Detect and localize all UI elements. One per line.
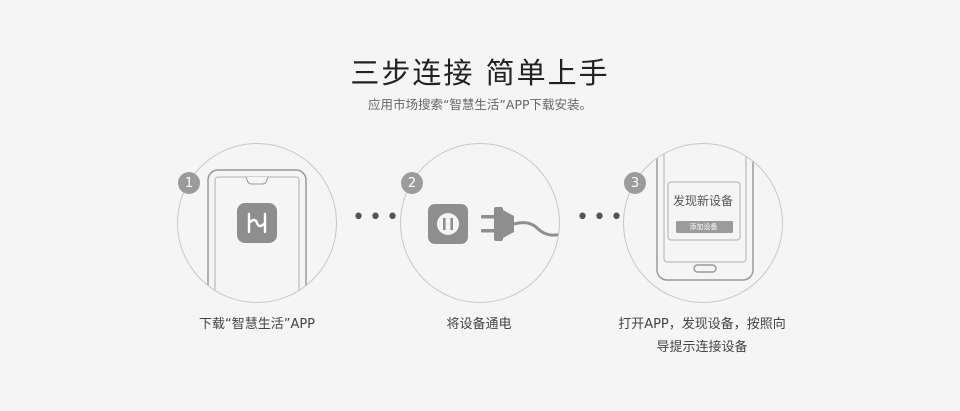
huawei-hilink-app-icon	[237, 203, 277, 243]
page-subtitle: 应用市场搜索“智慧生活”APP下载安装。	[367, 97, 593, 112]
phone-icon	[207, 169, 307, 302]
discovery-dialog-title: 发现新设备	[672, 194, 733, 208]
step-2-number-badge: 2	[401, 172, 423, 194]
step-3-caption-line-1: 打开APP，发现设备，按照向	[618, 317, 786, 332]
step-3-number-badge: 3	[624, 172, 646, 194]
page-title: 三步连接 简单上手	[350, 56, 610, 90]
step-2-caption: 将设备通电	[446, 317, 512, 332]
step-1-number-badge: 1	[178, 172, 200, 194]
add-device-button[interactable]: 添加设备	[689, 223, 718, 231]
separator-dots-2: •••	[576, 205, 627, 230]
separator-dots-1: •••	[352, 205, 403, 230]
phone-discovery-icon	[656, 144, 754, 281]
step-1-caption: 下载“智慧生活”APP	[198, 317, 316, 332]
power-plug-icon	[428, 204, 559, 244]
step-3-circle	[623, 143, 783, 303]
step-2-circle	[400, 143, 560, 303]
step-3-caption-line-2: 导提示连接设备	[656, 340, 748, 355]
